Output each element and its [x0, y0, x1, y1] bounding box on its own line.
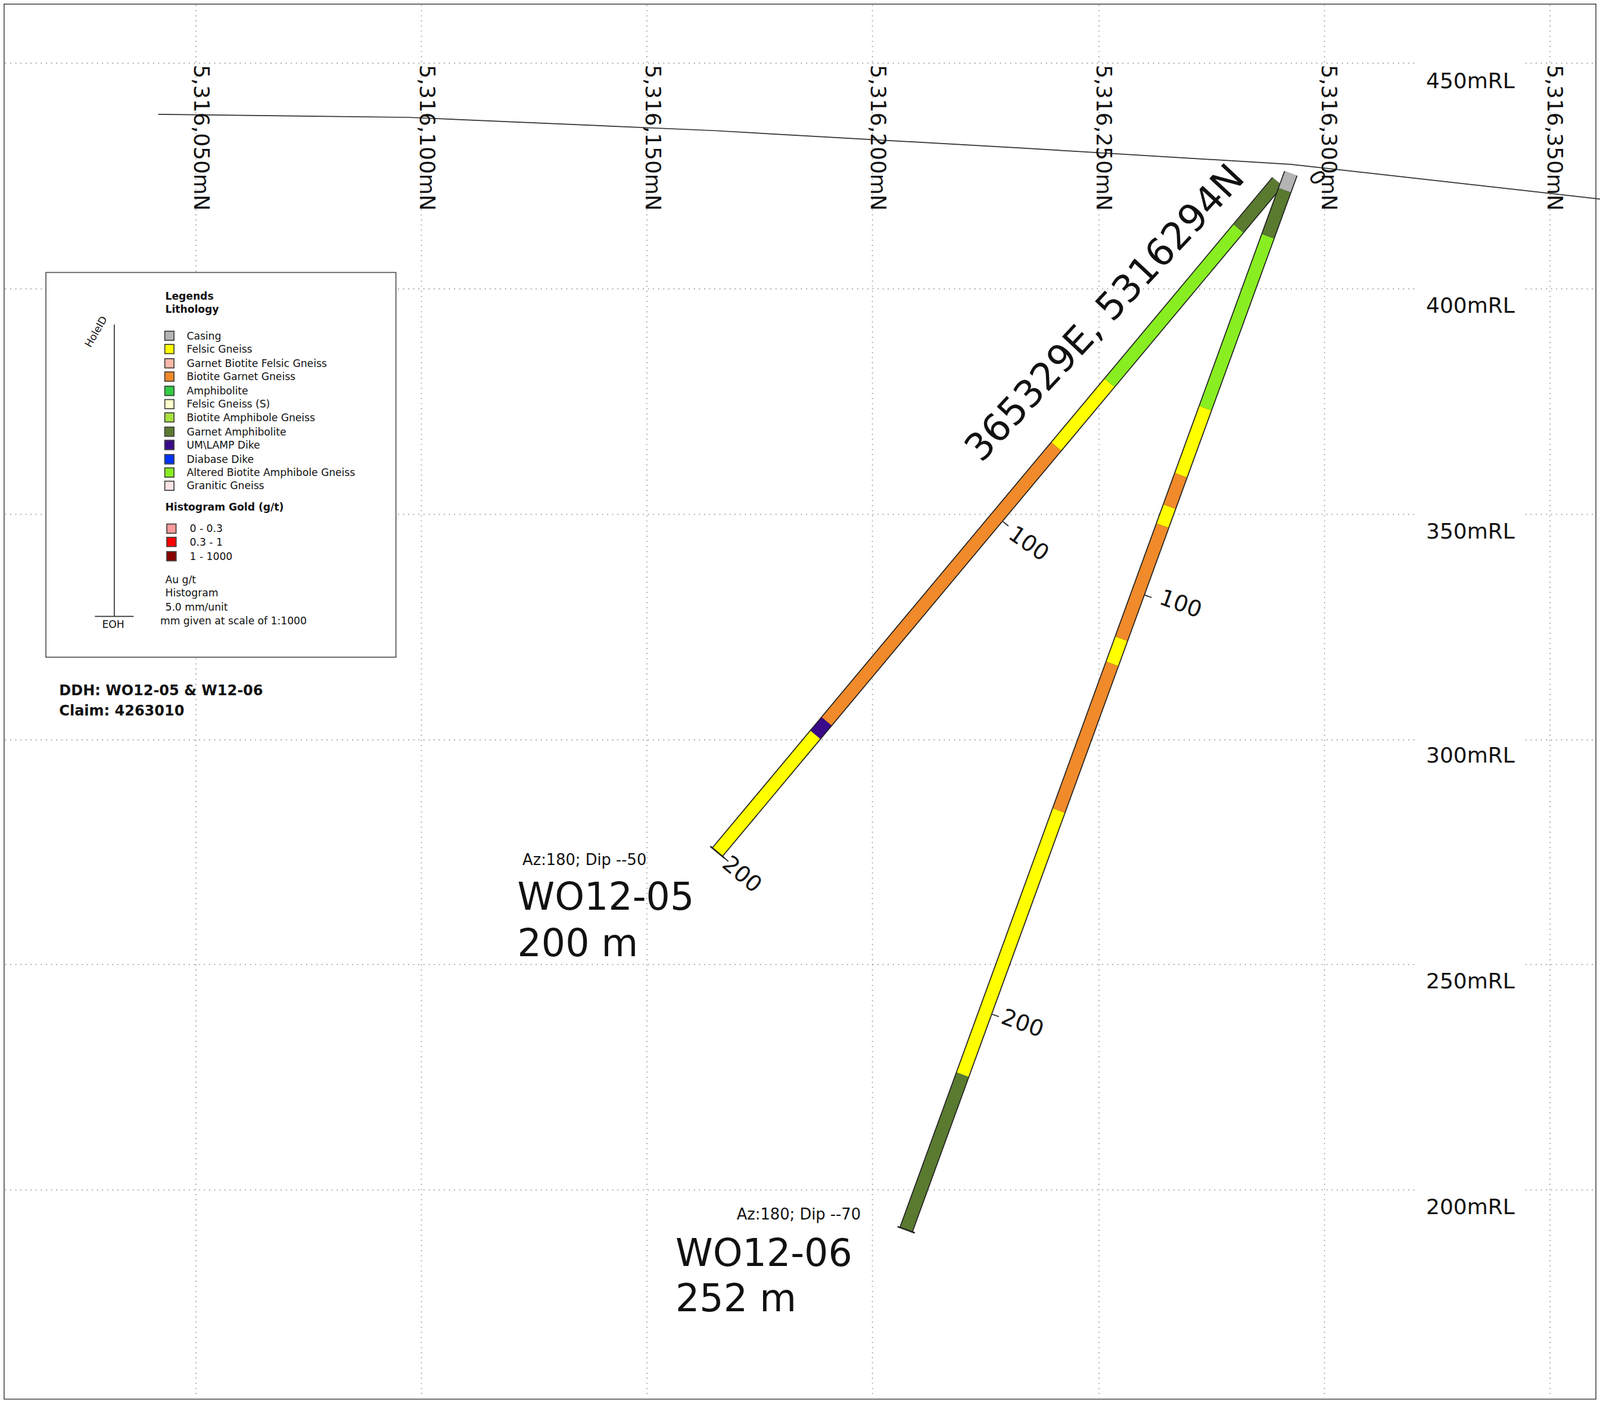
legend-text: Granitic Gneiss — [186, 480, 264, 493]
lithology-interval — [1058, 663, 1113, 811]
lithology-interval — [826, 446, 1057, 721]
legend-swatch — [164, 412, 175, 423]
legend-text: Felsic Gneiss — [186, 343, 252, 356]
section-label: DDH: WO12-05 & W12-06 — [58, 683, 263, 699]
depth-tick — [1144, 595, 1152, 598]
grid — [5, 5, 1597, 1399]
legend-swatch — [164, 358, 175, 369]
legend-text: Altered Biotite Amphibole Gneiss — [186, 467, 356, 479]
depth-tick — [992, 1013, 999, 1017]
section-label: WO12-05 — [517, 877, 694, 920]
section-label: 350mRL — [1426, 520, 1515, 544]
section-label: 400mRL — [1426, 294, 1515, 319]
legend-text: Felsic Gneiss (S) — [186, 398, 270, 410]
section-label: Histogram — [165, 587, 219, 599]
legend-swatch — [164, 344, 175, 355]
section-label: Az:180; Dip --70 — [736, 1205, 861, 1223]
section-label: Lithology — [165, 303, 220, 316]
legend-swatch — [164, 385, 175, 396]
lithology-interval — [962, 810, 1059, 1075]
section-label: 5,316,050mN — [189, 64, 214, 211]
section-label: 200 m — [517, 923, 638, 966]
legend-text: Biotite Garnet Gneiss — [186, 371, 296, 383]
legend-swatch — [164, 480, 175, 491]
lithology-interval — [1056, 383, 1110, 447]
lithology-interval — [1284, 173, 1291, 191]
legend-box — [45, 272, 397, 658]
section-label: EOH — [102, 618, 125, 631]
legend-eoh-bar — [94, 615, 134, 618]
section-label: 450mRL — [1426, 69, 1515, 94]
section-label: 200mRL — [1426, 1195, 1515, 1220]
legend-swatch — [164, 467, 175, 478]
lithology-interval — [1268, 190, 1285, 236]
legend-swatch — [164, 399, 175, 410]
legend-text: Garnet Biotite Felsic Gneiss — [186, 357, 327, 369]
legend-text: Diabase Dike — [186, 453, 254, 465]
section-label: 5,316,100mN — [414, 64, 439, 211]
lithology-interval — [1169, 475, 1181, 507]
section-label: 5,316,150mN — [640, 64, 665, 211]
legend-text: 0.3 - 1 — [190, 536, 223, 549]
legend-swatch — [166, 537, 177, 548]
depth-tick — [1003, 521, 1009, 526]
section-label: 5,316,200mN — [865, 64, 890, 211]
legend-text: 0 - 0.3 — [190, 523, 223, 535]
legend-swatch — [164, 426, 175, 437]
lithology-interval — [1162, 506, 1170, 526]
legend-text: UM\LAMP Dike — [186, 439, 260, 451]
legend-hole-line — [113, 324, 115, 617]
legend-swatch — [164, 453, 175, 465]
section-label: mm given at scale of 1:1000 — [160, 614, 307, 627]
section-label: 250mRL — [1426, 969, 1515, 994]
section-label: Legends — [165, 290, 214, 302]
section-label: 5,316,350mN — [1542, 64, 1567, 211]
legend-text: Biotite Amphibole Gneiss — [186, 412, 315, 424]
section-label: 252 m — [675, 1278, 797, 1321]
section-label: 5,316,300mN — [1317, 64, 1341, 211]
legend-text: Casing — [186, 330, 221, 342]
lithology-interval — [815, 721, 827, 736]
lithology-interval — [717, 734, 816, 852]
lithology-interval — [1121, 525, 1163, 639]
legend-swatch — [166, 551, 177, 562]
section-label: 300mRL — [1426, 744, 1515, 769]
section-label: Au g/t — [165, 574, 196, 586]
legend-swatch — [164, 440, 175, 451]
section-label: 5.0 mm/unit — [165, 601, 229, 613]
legend-swatch — [164, 371, 175, 382]
legend-text: 1 - 1000 — [190, 550, 233, 562]
section-label: WO12-06 — [675, 1233, 853, 1275]
lithology-interval — [1180, 408, 1206, 476]
eoh-bar — [897, 1226, 915, 1234]
eoh-bar — [710, 845, 725, 858]
legend-text: Garnet Amphibolite — [186, 425, 286, 438]
section-label: Claim: 4263010 — [58, 703, 185, 719]
section-label: Histogram Gold (g/t) — [165, 501, 285, 513]
legend-swatch — [164, 330, 175, 341]
section-label: 5,316,250mN — [1091, 64, 1116, 211]
lithology-interval — [1112, 638, 1122, 664]
section-label: Az:180; Dip --50 — [522, 851, 647, 869]
lithology-interval — [1205, 236, 1268, 409]
hole-outline — [717, 181, 1278, 852]
legend-swatch — [166, 523, 177, 534]
legend-text: Amphibolite — [186, 384, 248, 397]
drill-holes — [710, 173, 1291, 1233]
lithology-interval — [906, 1074, 963, 1230]
